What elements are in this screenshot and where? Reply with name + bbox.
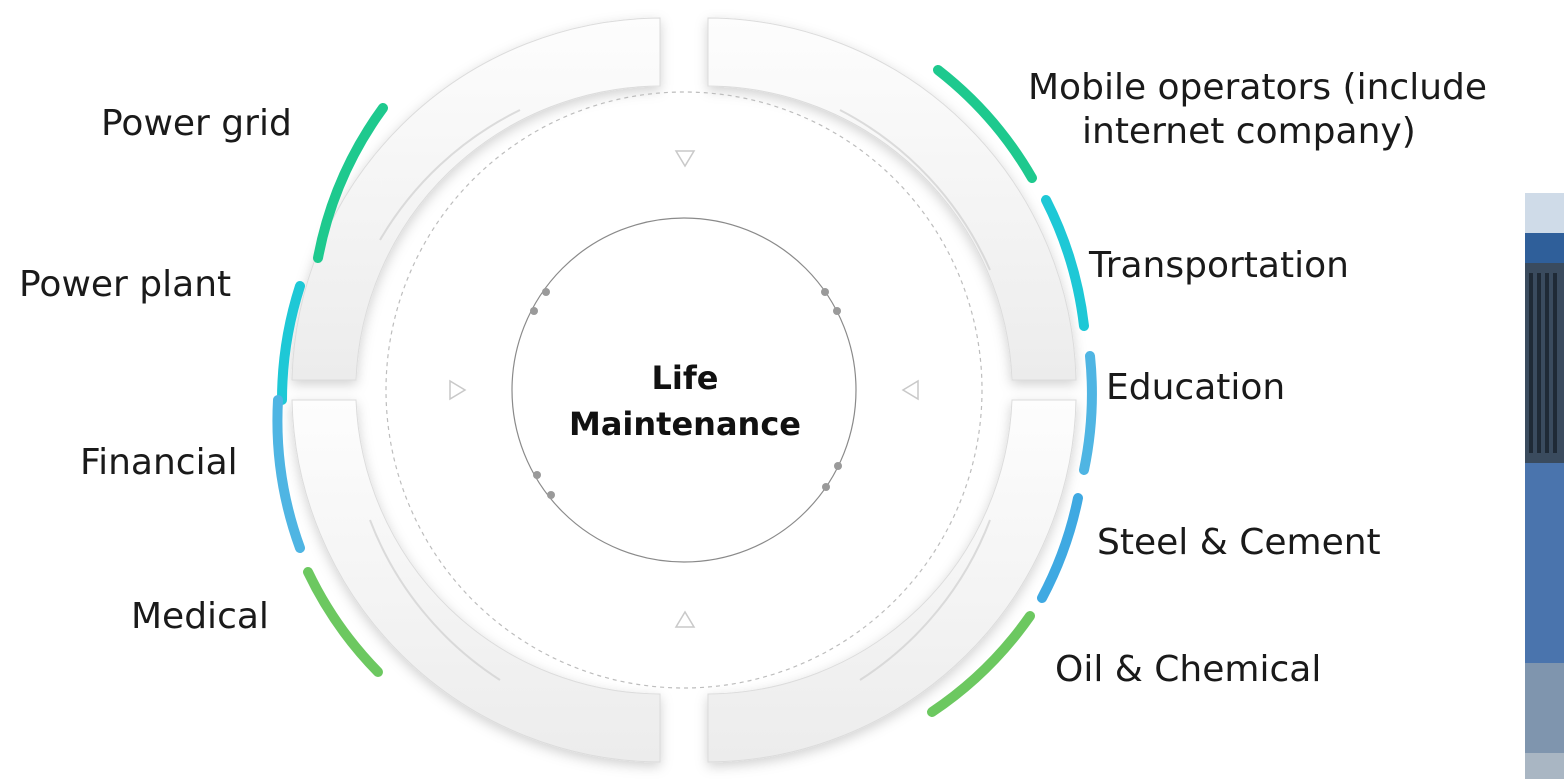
label-power-grid: Power grid [101, 103, 292, 144]
colored-arcs-left [272, 103, 388, 677]
outer-ring [291, 17, 1077, 763]
arc-power-plant [277, 281, 305, 405]
label-power-plant: Power plant [19, 264, 232, 305]
inner-circle [511, 217, 857, 563]
ring-segment-bottom-right [707, 399, 1077, 763]
label-mobile-operators-line1: Mobile operators (include [1028, 67, 1488, 108]
colored-arcs-right [927, 65, 1097, 717]
ring-segment-top-right [707, 17, 1077, 381]
arc-oil-chemical [927, 611, 1035, 717]
label-education: Education [1106, 367, 1286, 408]
center-title: Life Maintenance [560, 355, 810, 447]
label-transportation: Transportation [1089, 245, 1349, 286]
arc-power-grid [313, 103, 388, 263]
center-title-line1: Life [651, 359, 719, 397]
arc-education [1079, 351, 1097, 475]
triangle-left-icon [449, 379, 467, 401]
label-medical: Medical [131, 596, 269, 637]
triangle-right-icon [901, 379, 919, 401]
triangle-top-icon [674, 150, 696, 168]
label-oil-chemical: Oil & Chemical [1055, 649, 1322, 690]
ring-segment-bottom-left [291, 399, 661, 763]
arc-financial [272, 395, 305, 553]
arc-transportation [1041, 195, 1089, 331]
arc-mobile-operators [933, 65, 1037, 183]
ring-bevels [369, 109, 991, 681]
label-mobile-operators-line2: internet company) [1082, 111, 1416, 152]
center-title-line2: Maintenance [568, 405, 801, 443]
arc-medical [303, 567, 383, 677]
label-mobile-operators: Mobile operators (include internet compa… [1028, 66, 1564, 154]
direction-triangles [449, 150, 919, 628]
triangle-bottom-icon [674, 610, 696, 628]
datacenter-photo [1525, 193, 1564, 779]
label-financial: Financial [80, 442, 238, 483]
arc-steel-cement [1037, 493, 1083, 603]
label-steel-cement: Steel & Cement [1097, 522, 1381, 563]
ring-segment-top-left [291, 17, 661, 381]
dashed-ring [385, 91, 983, 689]
inner-circle-dots [530, 288, 842, 499]
